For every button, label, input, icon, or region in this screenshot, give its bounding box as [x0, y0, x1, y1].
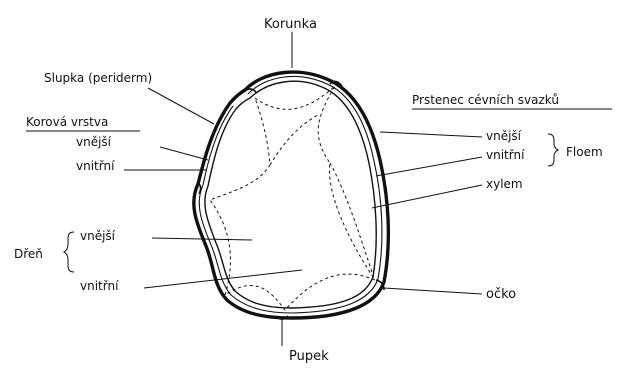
- label-group-ocko: očko: [384, 287, 516, 302]
- label-ocko: očko: [486, 287, 516, 302]
- leader-slupka: [148, 88, 214, 124]
- label-group-pupek: Pupek: [282, 318, 329, 364]
- tuber-body: [194, 72, 389, 319]
- pith-branch-top: [270, 115, 318, 165]
- label-korova-vrstva: Korová vrstva: [26, 115, 108, 129]
- label-group-prstenec: Prstenec cévních svazků vnější vnitřní F…: [372, 93, 612, 208]
- label-dren-vnejsi: vnější: [80, 229, 116, 243]
- label-dren: Dřeň: [14, 247, 43, 261]
- label-slupka: Slupka (periderm): [44, 71, 152, 85]
- label-pupek: Pupek: [289, 349, 329, 364]
- label-floem: Floem: [566, 145, 603, 159]
- label-group-dren: Dřeň vnější vnitřní: [14, 229, 302, 293]
- label-korova-vnitrni: vnitřní: [76, 159, 115, 173]
- leader-dren-vnitrni: [144, 270, 302, 288]
- leader-korova-vnejsi: [160, 147, 208, 160]
- label-korunka: Korunka: [264, 17, 317, 32]
- label-korova-vnejsi: vnější: [76, 135, 112, 149]
- label-floem-vnejsi: vnější: [486, 129, 522, 143]
- label-prstenec: Prstenec cévních svazků: [412, 93, 559, 107]
- floem-brace: [548, 134, 558, 166]
- leader-floem-vnitrni: [376, 157, 482, 176]
- label-floem-vnitrni: vnitřní: [486, 148, 525, 162]
- label-group-korova: Korová vrstva vnější vnitřní: [26, 115, 208, 173]
- dren-brace: [64, 232, 74, 272]
- pith-branch-right: [330, 163, 372, 272]
- pith-outline: [210, 86, 375, 310]
- label-xylem: xylem: [486, 177, 523, 191]
- label-dren-vnitrni: vnitřní: [80, 279, 119, 293]
- label-group-korunka: Korunka: [264, 17, 317, 68]
- leader-floem-vnejsi: [380, 132, 482, 137]
- leader-ocko: [384, 288, 482, 294]
- leader-xylem: [372, 185, 482, 208]
